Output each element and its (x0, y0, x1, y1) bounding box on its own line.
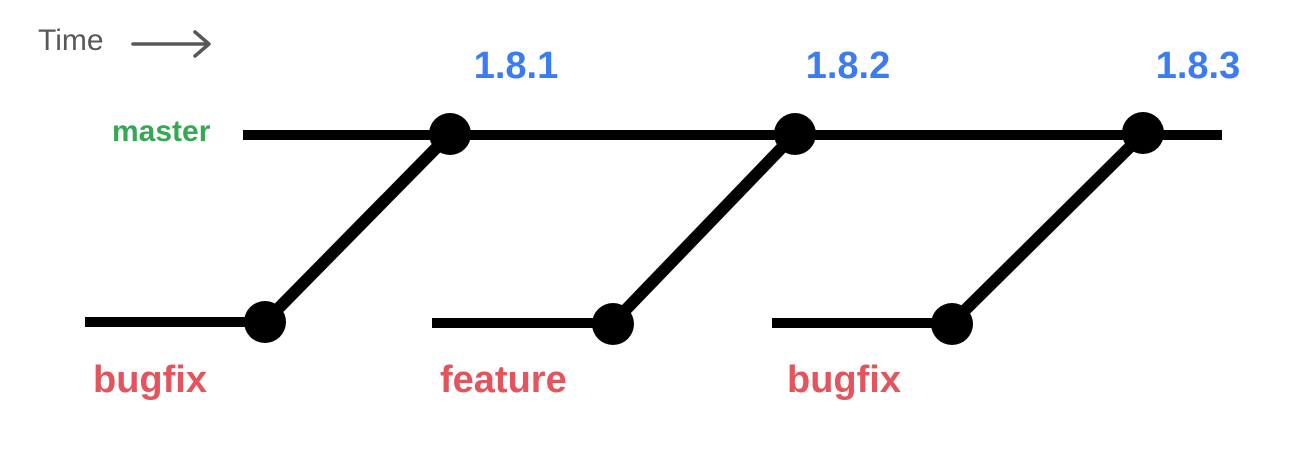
branch-commit-dot-3 (931, 303, 973, 345)
branch-label-bugfix-1: bugfix (93, 359, 207, 401)
release-commit-dot-1.8.2 (774, 113, 816, 155)
branch-commit-dot-2 (592, 303, 634, 345)
time-arrow-icon (131, 30, 211, 58)
time-arrow-head (193, 30, 211, 58)
release-tag-1.8.2: 1.8.2 (805, 45, 891, 87)
merge-line-1 (260, 129, 455, 327)
time-label: Time (38, 24, 104, 57)
branch-label-feature: feature (440, 359, 567, 401)
release-commit-dot-1.8.3 (1122, 112, 1164, 154)
branch-label-bugfix-2: bugfix (787, 359, 901, 401)
branch-commit-dot-1 (244, 301, 286, 343)
master-branch-label: master (112, 115, 211, 148)
release-commit-dot-1.8.1 (429, 113, 471, 155)
merge-line-2 (608, 129, 800, 328)
merge-line-3 (947, 129, 1148, 328)
release-tag-1.8.1: 1.8.1 (473, 45, 559, 87)
release-tag-1.8.3: 1.8.3 (1155, 45, 1241, 87)
